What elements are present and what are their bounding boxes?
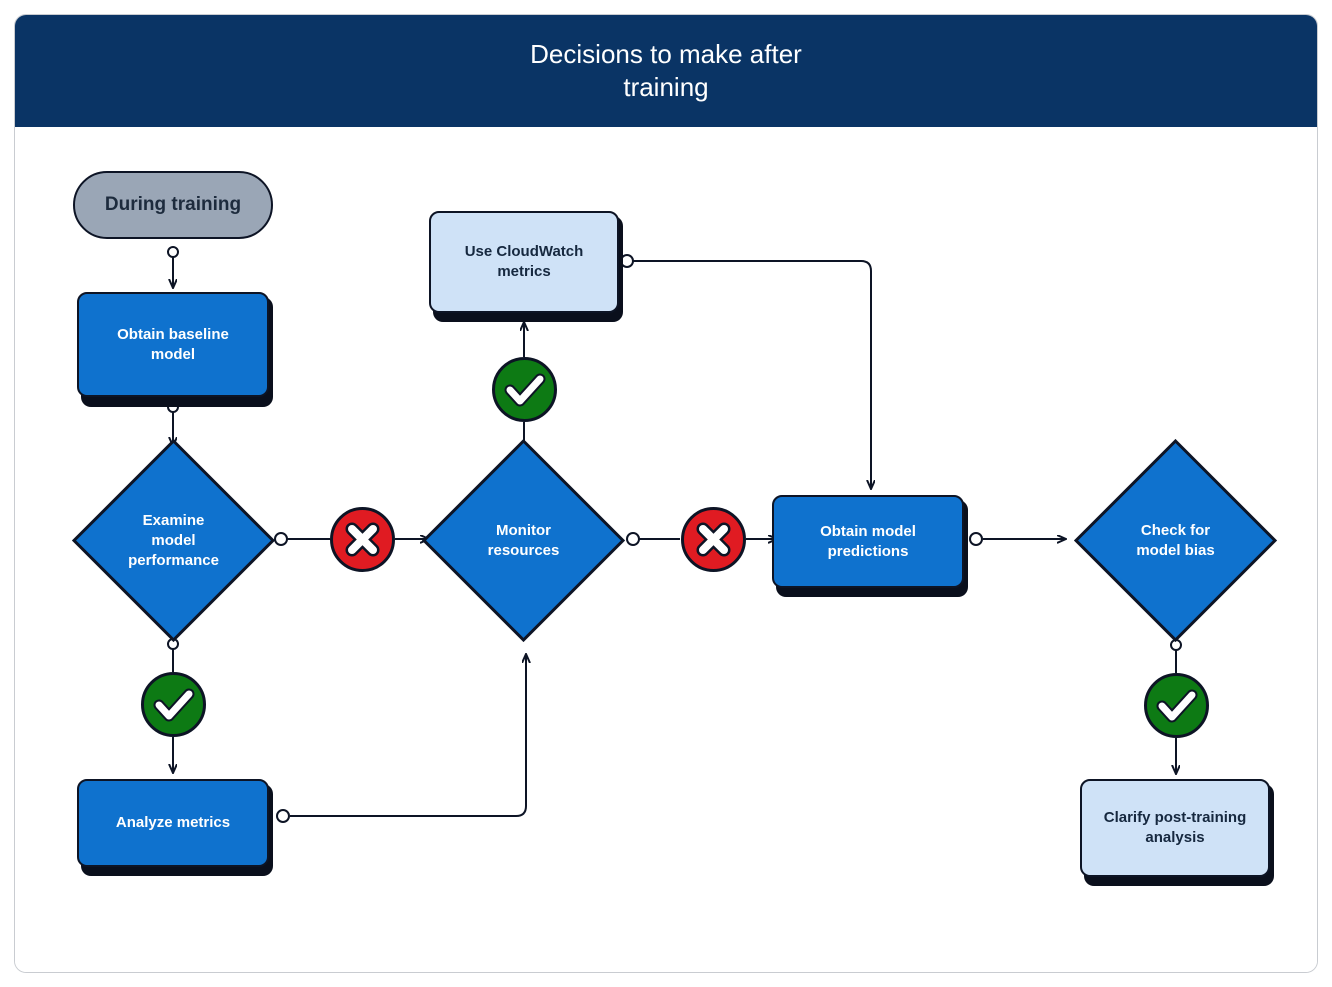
node-obtain-model-predictions[interactable]: Obtain model predictions bbox=[772, 495, 964, 588]
diamond-shape bbox=[71, 438, 276, 643]
node-use-cloudwatch-metrics[interactable]: Use CloudWatch metrics bbox=[429, 211, 619, 313]
node-examine-model-performance[interactable]: Examine model performance bbox=[71, 438, 276, 643]
diagram-header: Decisions to make after training bbox=[15, 15, 1317, 127]
diagram-card: Decisions to make after training bbox=[14, 14, 1318, 973]
edge-dot bbox=[969, 532, 983, 546]
node-check-for-model-bias[interactable]: Check for model bias bbox=[1073, 438, 1278, 643]
check-icon bbox=[153, 688, 195, 722]
node-label: Obtain baseline model bbox=[117, 325, 229, 363]
node-label: Obtain model predictions bbox=[820, 522, 916, 560]
flowchart-canvas: During training Obtain baseline model Ex… bbox=[15, 127, 1317, 972]
edge-cloudwatch-to-predictions bbox=[633, 260, 871, 488]
badge-examine-yes[interactable] bbox=[141, 672, 206, 737]
check-icon bbox=[1156, 689, 1198, 723]
diamond-shape bbox=[1073, 438, 1278, 643]
edge-dot bbox=[626, 532, 640, 546]
diamond-shape bbox=[421, 438, 626, 643]
edge-dot bbox=[276, 809, 290, 823]
cross-icon bbox=[345, 522, 380, 557]
page-title: Decisions to make after training bbox=[530, 39, 802, 102]
node-clarify-post-training-analysis[interactable]: Clarify post-training analysis bbox=[1080, 779, 1270, 877]
badge-bias-yes[interactable] bbox=[1144, 673, 1209, 738]
badge-monitor-yes[interactable] bbox=[492, 357, 557, 422]
edge-dot bbox=[274, 532, 288, 546]
node-label: During training bbox=[104, 194, 242, 215]
check-icon bbox=[504, 373, 546, 407]
badge-examine-no[interactable] bbox=[330, 507, 395, 572]
node-during-training[interactable]: During training bbox=[73, 171, 273, 239]
badge-monitor-no[interactable] bbox=[681, 507, 746, 572]
cross-icon bbox=[696, 522, 731, 557]
node-monitor-resources[interactable]: Monitor resources bbox=[421, 438, 626, 643]
node-obtain-baseline-model[interactable]: Obtain baseline model bbox=[77, 292, 269, 397]
node-analyze-metrics[interactable]: Analyze metrics bbox=[77, 779, 269, 867]
node-label: Clarify post-training analysis bbox=[1103, 809, 1247, 846]
node-label: Use CloudWatch metrics bbox=[464, 243, 584, 280]
node-label: Analyze metrics bbox=[115, 814, 231, 831]
edge-dot bbox=[167, 246, 179, 258]
edge-layer bbox=[167, 246, 1182, 823]
edge-analyze-to-monitor bbox=[290, 655, 526, 817]
